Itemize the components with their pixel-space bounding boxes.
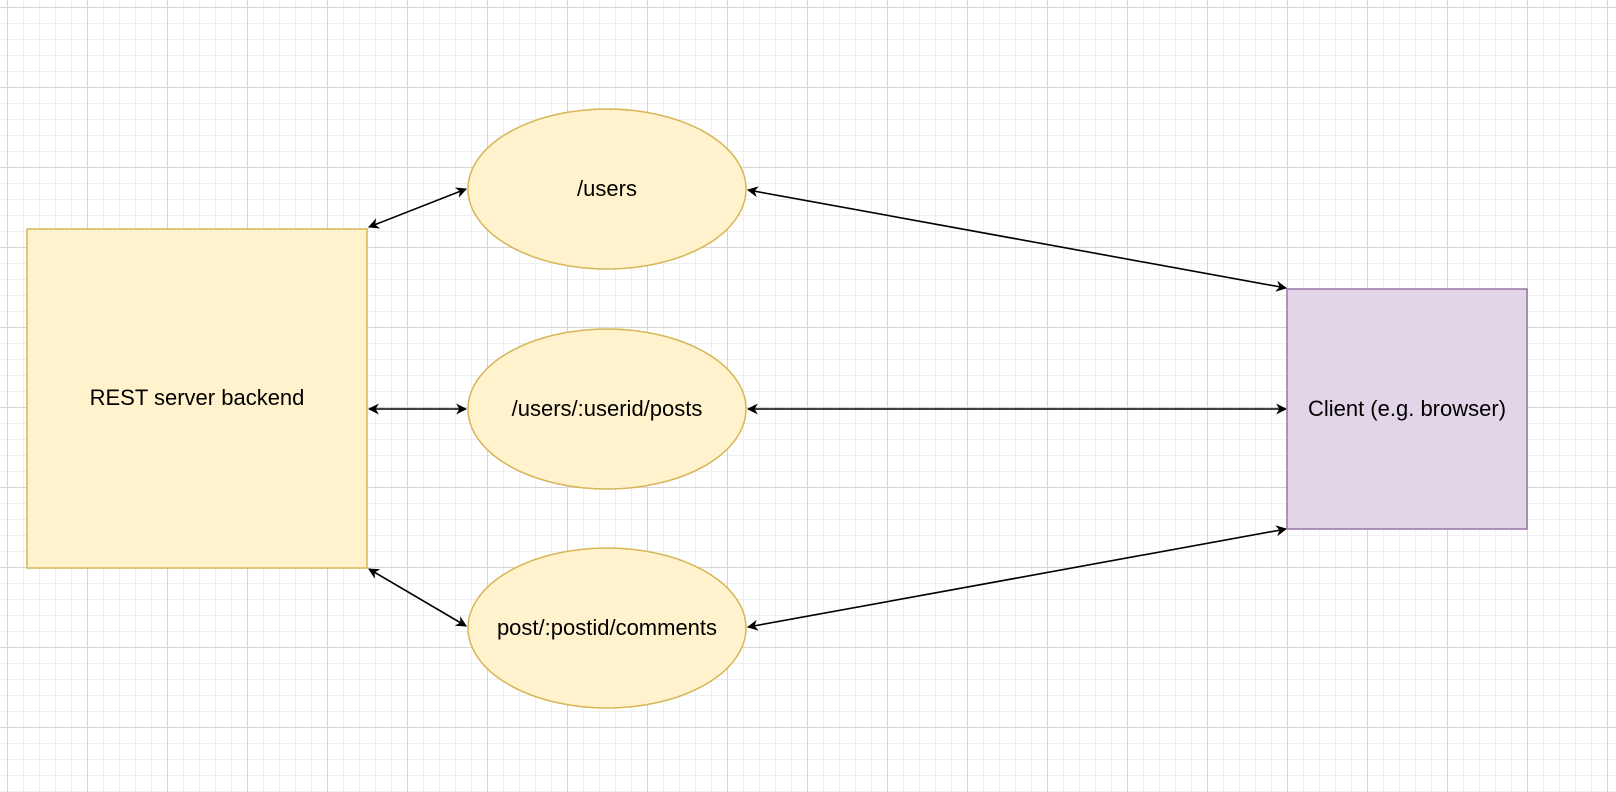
node-posts[interactable]: /users/:userid/posts [467,328,747,490]
edges [367,186,1288,631]
posts-ellipse[interactable] [467,328,747,490]
comments-label: post/:postid/comments [497,615,717,640]
node-client[interactable]: Client (e.g. browser) [1286,288,1528,530]
comments-ellipse[interactable] [467,547,747,709]
server-label: REST server backend [90,385,305,410]
edge-server-comments[interactable] [368,568,467,627]
node-comments[interactable]: post/:postid/comments [467,547,747,709]
server-box[interactable] [26,228,368,569]
edge-comments-client[interactable] [746,525,1288,631]
node-users[interactable]: /users [467,108,747,270]
users-label: /users [577,176,637,201]
users-ellipse[interactable] [467,108,747,270]
edge-server-users[interactable] [367,187,468,229]
edge-users-client[interactable] [746,186,1288,292]
node-server[interactable]: REST server backend [26,228,368,569]
client-label: Client (e.g. browser) [1308,396,1506,421]
client-box[interactable] [1286,288,1528,530]
posts-label: /users/:userid/posts [512,396,703,421]
